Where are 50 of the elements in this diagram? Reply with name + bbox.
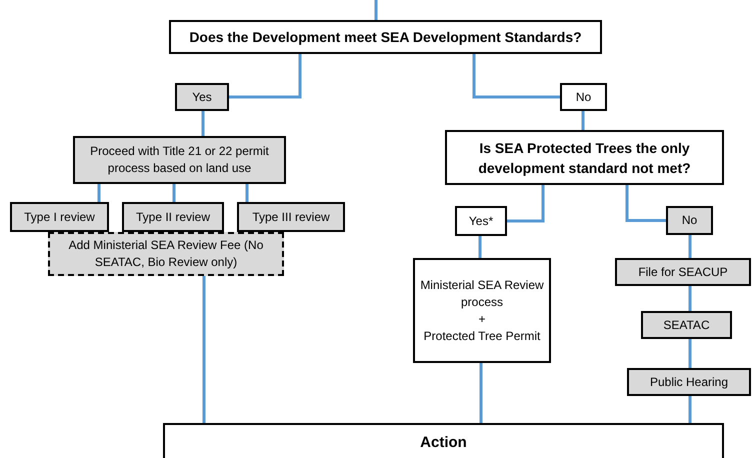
connector-line [688, 286, 692, 311]
node-text: Add Ministerial SEA Review Fee (No SEATAC, Bio Review only) [68, 237, 264, 271]
connector-line [229, 54, 302, 98]
process-box [627, 368, 751, 396]
process-box [560, 83, 607, 111]
node-text: Yes* [468, 212, 494, 230]
connector-line [688, 339, 692, 368]
process-box [615, 258, 751, 286]
connector-line [374, 0, 378, 20]
node-text: File for SEACUP [638, 264, 728, 280]
decision-box [169, 20, 602, 54]
process-box [641, 311, 732, 339]
process-box [413, 258, 551, 363]
process-box [455, 206, 507, 236]
process-box [10, 202, 109, 232]
connector-line [478, 236, 482, 258]
node-text: Type III review [252, 208, 330, 226]
connector-line [688, 396, 692, 423]
node-text: Is SEA Protected Trees the only development standard not met? [477, 138, 692, 178]
connector-line [688, 235, 692, 258]
node-text: Public Hearing [650, 374, 728, 390]
connector-line [202, 111, 204, 136]
node-text: Action [420, 433, 467, 453]
node-text: SEATAC [663, 316, 710, 334]
process-box [175, 83, 229, 111]
process-box [237, 202, 345, 232]
process-box [73, 136, 286, 184]
connector-line [472, 54, 560, 98]
node-text: No [576, 88, 592, 106]
process-box [48, 232, 284, 276]
node-text: Yes [192, 88, 212, 106]
connector-line [507, 185, 544, 222]
process-box [122, 202, 224, 232]
node-text: Ministerial SEA Review process [419, 276, 545, 310]
process-box [666, 206, 713, 235]
connector-line [202, 276, 206, 423]
connector-line [98, 184, 100, 202]
node-text: Type II review [136, 208, 210, 226]
connector-line [626, 185, 666, 222]
connector-line [172, 184, 176, 202]
node-text: Proceed with Title 21 or 22 permit process based on land use [89, 143, 270, 177]
node-text: Type I review [24, 208, 95, 226]
node-text: Protected Tree Permit [424, 328, 540, 344]
node-text: Does the Development meet SEA Development Standards? [189, 28, 582, 47]
decision-box [445, 130, 724, 185]
node-text: + [478, 310, 486, 328]
connector-line [480, 363, 482, 423]
connector-line [246, 184, 248, 202]
connector-line [582, 111, 584, 130]
node-text: No [682, 212, 698, 229]
